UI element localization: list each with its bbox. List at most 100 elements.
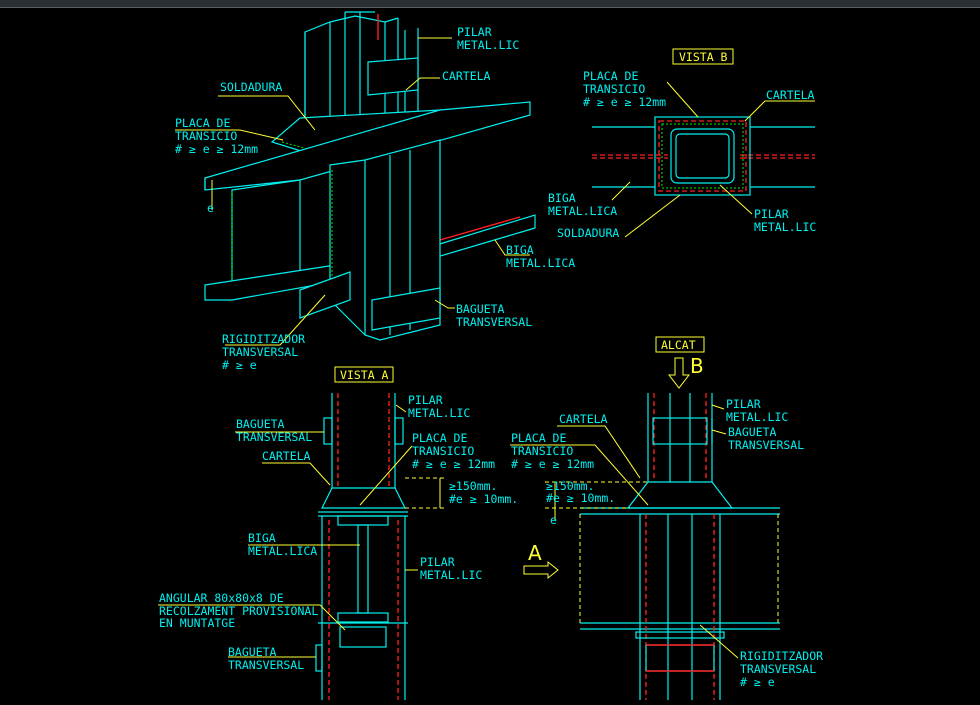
iso-pilar-label-1: PILAR <box>457 25 492 39</box>
vista-a-view: VISTA A <box>158 366 518 700</box>
al-dims-label-1: ≥150mm. <box>546 479 594 493</box>
iso-soldadura-label: SOLDADURA <box>220 80 282 94</box>
iso-placa-label-3: # ≥ e ≥ 12mm <box>175 142 258 156</box>
vista-a-title: VISTA A <box>340 368 389 382</box>
va-angular-label-2: RECOLZAMENT PROVISIONAL <box>159 604 318 618</box>
al-bagueta-label-1: BAGUETA <box>728 425 777 439</box>
alcat-title-box <box>655 336 705 353</box>
iso-e-label: e <box>207 201 214 215</box>
iso-cartela-label: CARTELA <box>442 69 491 83</box>
iso-rigid-label-3: # ≥ e <box>222 358 257 372</box>
al-bagueta-label-2: TRANSVERSAL <box>728 438 804 452</box>
va-bagueta-bot-label-1: BAGUETA <box>228 645 277 659</box>
iso-soldadura-leader <box>218 95 316 131</box>
iso-biga-label-1: BIGA <box>506 243 534 257</box>
vb-soldadura-label: SOLDADURA <box>557 226 619 240</box>
vb-cartela-leader <box>744 100 815 122</box>
alcat-view: ALCAT B <box>510 336 823 700</box>
alcat-title: ALCAT <box>661 338 696 352</box>
iso-bagueta-label-1: BAGUETA <box>456 302 505 316</box>
iso-bagueta-lower <box>371 287 441 331</box>
va-cartela-leader <box>262 462 331 486</box>
window-top-bar <box>0 0 980 8</box>
vb-placa-leader <box>666 81 699 118</box>
iso-biga-label-2: METAL.LICA <box>506 256 575 270</box>
va-bagueta-label-1: BAGUETA <box>236 417 285 431</box>
va-dims-label-1: ≥150mm. <box>449 479 497 493</box>
va-angular-label-3: EN MUNTATGE <box>159 616 235 630</box>
al-cartela-label: CARTELA <box>559 412 608 426</box>
alcat-b-arrow-icon <box>667 357 691 389</box>
section-a-marker: A <box>523 541 559 580</box>
alcat-b-label: B <box>690 354 704 378</box>
iso-placa-leader <box>175 129 284 141</box>
al-placa-label-3: # ≥ e ≥ 12mm <box>511 457 594 471</box>
iso-column-lower <box>329 139 441 341</box>
va-cartela-label: CARTELA <box>262 449 311 463</box>
al-bagueta-leader <box>711 429 727 435</box>
vista-b-title-box <box>672 48 734 65</box>
vb-pilar-leader <box>719 184 753 215</box>
isometric-view: e PILAR METAL.LIC CARTELA SOLDADURA PLAC… <box>175 11 575 372</box>
vb-soldadura-leader <box>624 194 681 238</box>
al-dims-label-2: #e ≥ 10mm. <box>546 491 615 505</box>
iso-rigid-label-2: TRANSVERSAL <box>222 345 298 359</box>
va-pilar-top-label-2: METAL.LIC <box>408 406 470 420</box>
iso-rigid-label-1: RIGIDITZADOR <box>222 332 305 346</box>
al-placa-label-2: TRANSICIO <box>511 444 573 458</box>
al-e-label: e <box>550 513 557 527</box>
iso-rigid-leader <box>225 294 326 346</box>
al-pilar-label-2: METAL.LIC <box>726 410 788 424</box>
iso-cartela-leader <box>405 77 440 91</box>
vb-placa-label-3: # ≥ e ≥ 12mm <box>583 95 666 109</box>
va-biga-label-2: METAL.LICA <box>248 544 317 558</box>
va-placa-label-2: TRANSICIO <box>412 444 474 458</box>
iso-bagueta-leader <box>434 299 455 309</box>
iso-bagueta-label-2: TRANSVERSAL <box>456 315 532 329</box>
al-placa-label-1: PLACA DE <box>511 431 566 445</box>
alcat-cartela <box>626 481 734 509</box>
va-angular-label-1: ANGULAR 80x80x8 DE <box>159 591 284 605</box>
va-placa-label-1: PLACA DE <box>412 431 467 445</box>
vb-biga-label-1: BIGA <box>548 191 576 205</box>
vista-a-title-box <box>334 366 394 383</box>
section-a-arrow-icon <box>523 560 559 580</box>
vb-biga-label-2: METAL.LICA <box>548 204 617 218</box>
iso-placa-label-1: PLACA DE <box>175 116 230 130</box>
va-angular-leader <box>158 604 346 631</box>
section-a-label: A <box>528 541 542 565</box>
va-placa-label-3: # ≥ e ≥ 12mm <box>412 457 495 471</box>
va-placa-leader <box>359 445 413 506</box>
iso-biga-leader <box>494 239 530 256</box>
iso-bagueta-upper <box>367 57 419 96</box>
va-pilar-top-leader <box>395 404 407 413</box>
vista-a-plate <box>321 487 406 509</box>
al-cartela-leader <box>557 425 641 479</box>
vista-b-column <box>670 128 735 184</box>
vb-pilar-label-1: PILAR <box>754 207 789 221</box>
va-dims-label-2: #e ≥ 10mm. <box>449 492 518 506</box>
va-bagueta-label-2: TRANSVERSAL <box>236 430 312 444</box>
va-bagueta-bot-label-2: TRANSVERSAL <box>228 658 304 672</box>
vb-biga-leader <box>611 181 631 201</box>
iso-placa-label-2: TRANSICIO <box>175 129 237 143</box>
al-rigid-label-2: TRANSVERSAL <box>740 662 816 676</box>
vb-placa-label-2: TRANSICIO <box>583 82 645 96</box>
vb-cartela-label: CARTELA <box>766 88 815 102</box>
al-placa-leader <box>510 444 649 506</box>
va-pilar-bot-label-2: METAL.LIC <box>420 568 482 582</box>
vista-b-plate <box>654 116 751 196</box>
vista-b-view: VISTA B PLACA DE TRANSICIO <box>548 48 816 240</box>
vb-placa-label-1: PLACA DE <box>583 69 638 83</box>
va-pilar-top-label-1: PILAR <box>408 393 443 407</box>
vista-b-title: VISTA B <box>679 50 728 64</box>
va-biga-label-1: BIGA <box>248 531 276 545</box>
iso-pilar-label-2: METAL.LIC <box>457 38 519 52</box>
vb-pilar-label-2: METAL.LIC <box>754 220 816 234</box>
al-rigid-label-3: # ≥ e <box>740 675 775 689</box>
al-pilar-leader <box>711 404 725 410</box>
al-rigid-label-1: RIGIDITZADOR <box>740 649 823 663</box>
va-pilar-bot-label-1: PILAR <box>420 555 455 569</box>
